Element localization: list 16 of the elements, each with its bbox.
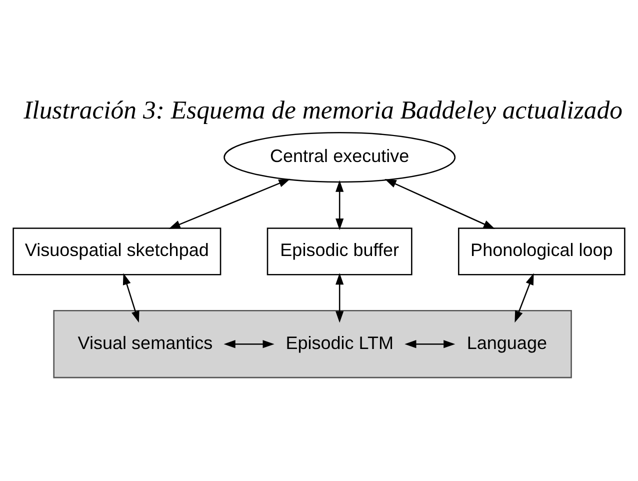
arrow bbox=[168, 178, 290, 228]
node-ellipse: Central executive bbox=[224, 132, 456, 182]
node-box: Phonological loop bbox=[458, 227, 626, 275]
arrow bbox=[336, 180, 344, 230]
diagram-title: Ilustración 3: Esquema de memoria Baddeley actualizado bbox=[24, 95, 623, 124]
arrow bbox=[336, 272, 344, 322]
arrow bbox=[404, 340, 456, 348]
node-text: Visual semantics bbox=[78, 332, 213, 352]
arrow bbox=[224, 340, 274, 348]
node-box: Episodic buffer bbox=[266, 227, 412, 275]
node-box: Visuospatial sketchpad bbox=[12, 227, 222, 275]
node-text: Language bbox=[466, 332, 548, 352]
arrow bbox=[122, 272, 140, 322]
arrow bbox=[384, 178, 496, 229]
node-text: Episodic LTM bbox=[286, 332, 394, 352]
arrow bbox=[514, 272, 534, 322]
